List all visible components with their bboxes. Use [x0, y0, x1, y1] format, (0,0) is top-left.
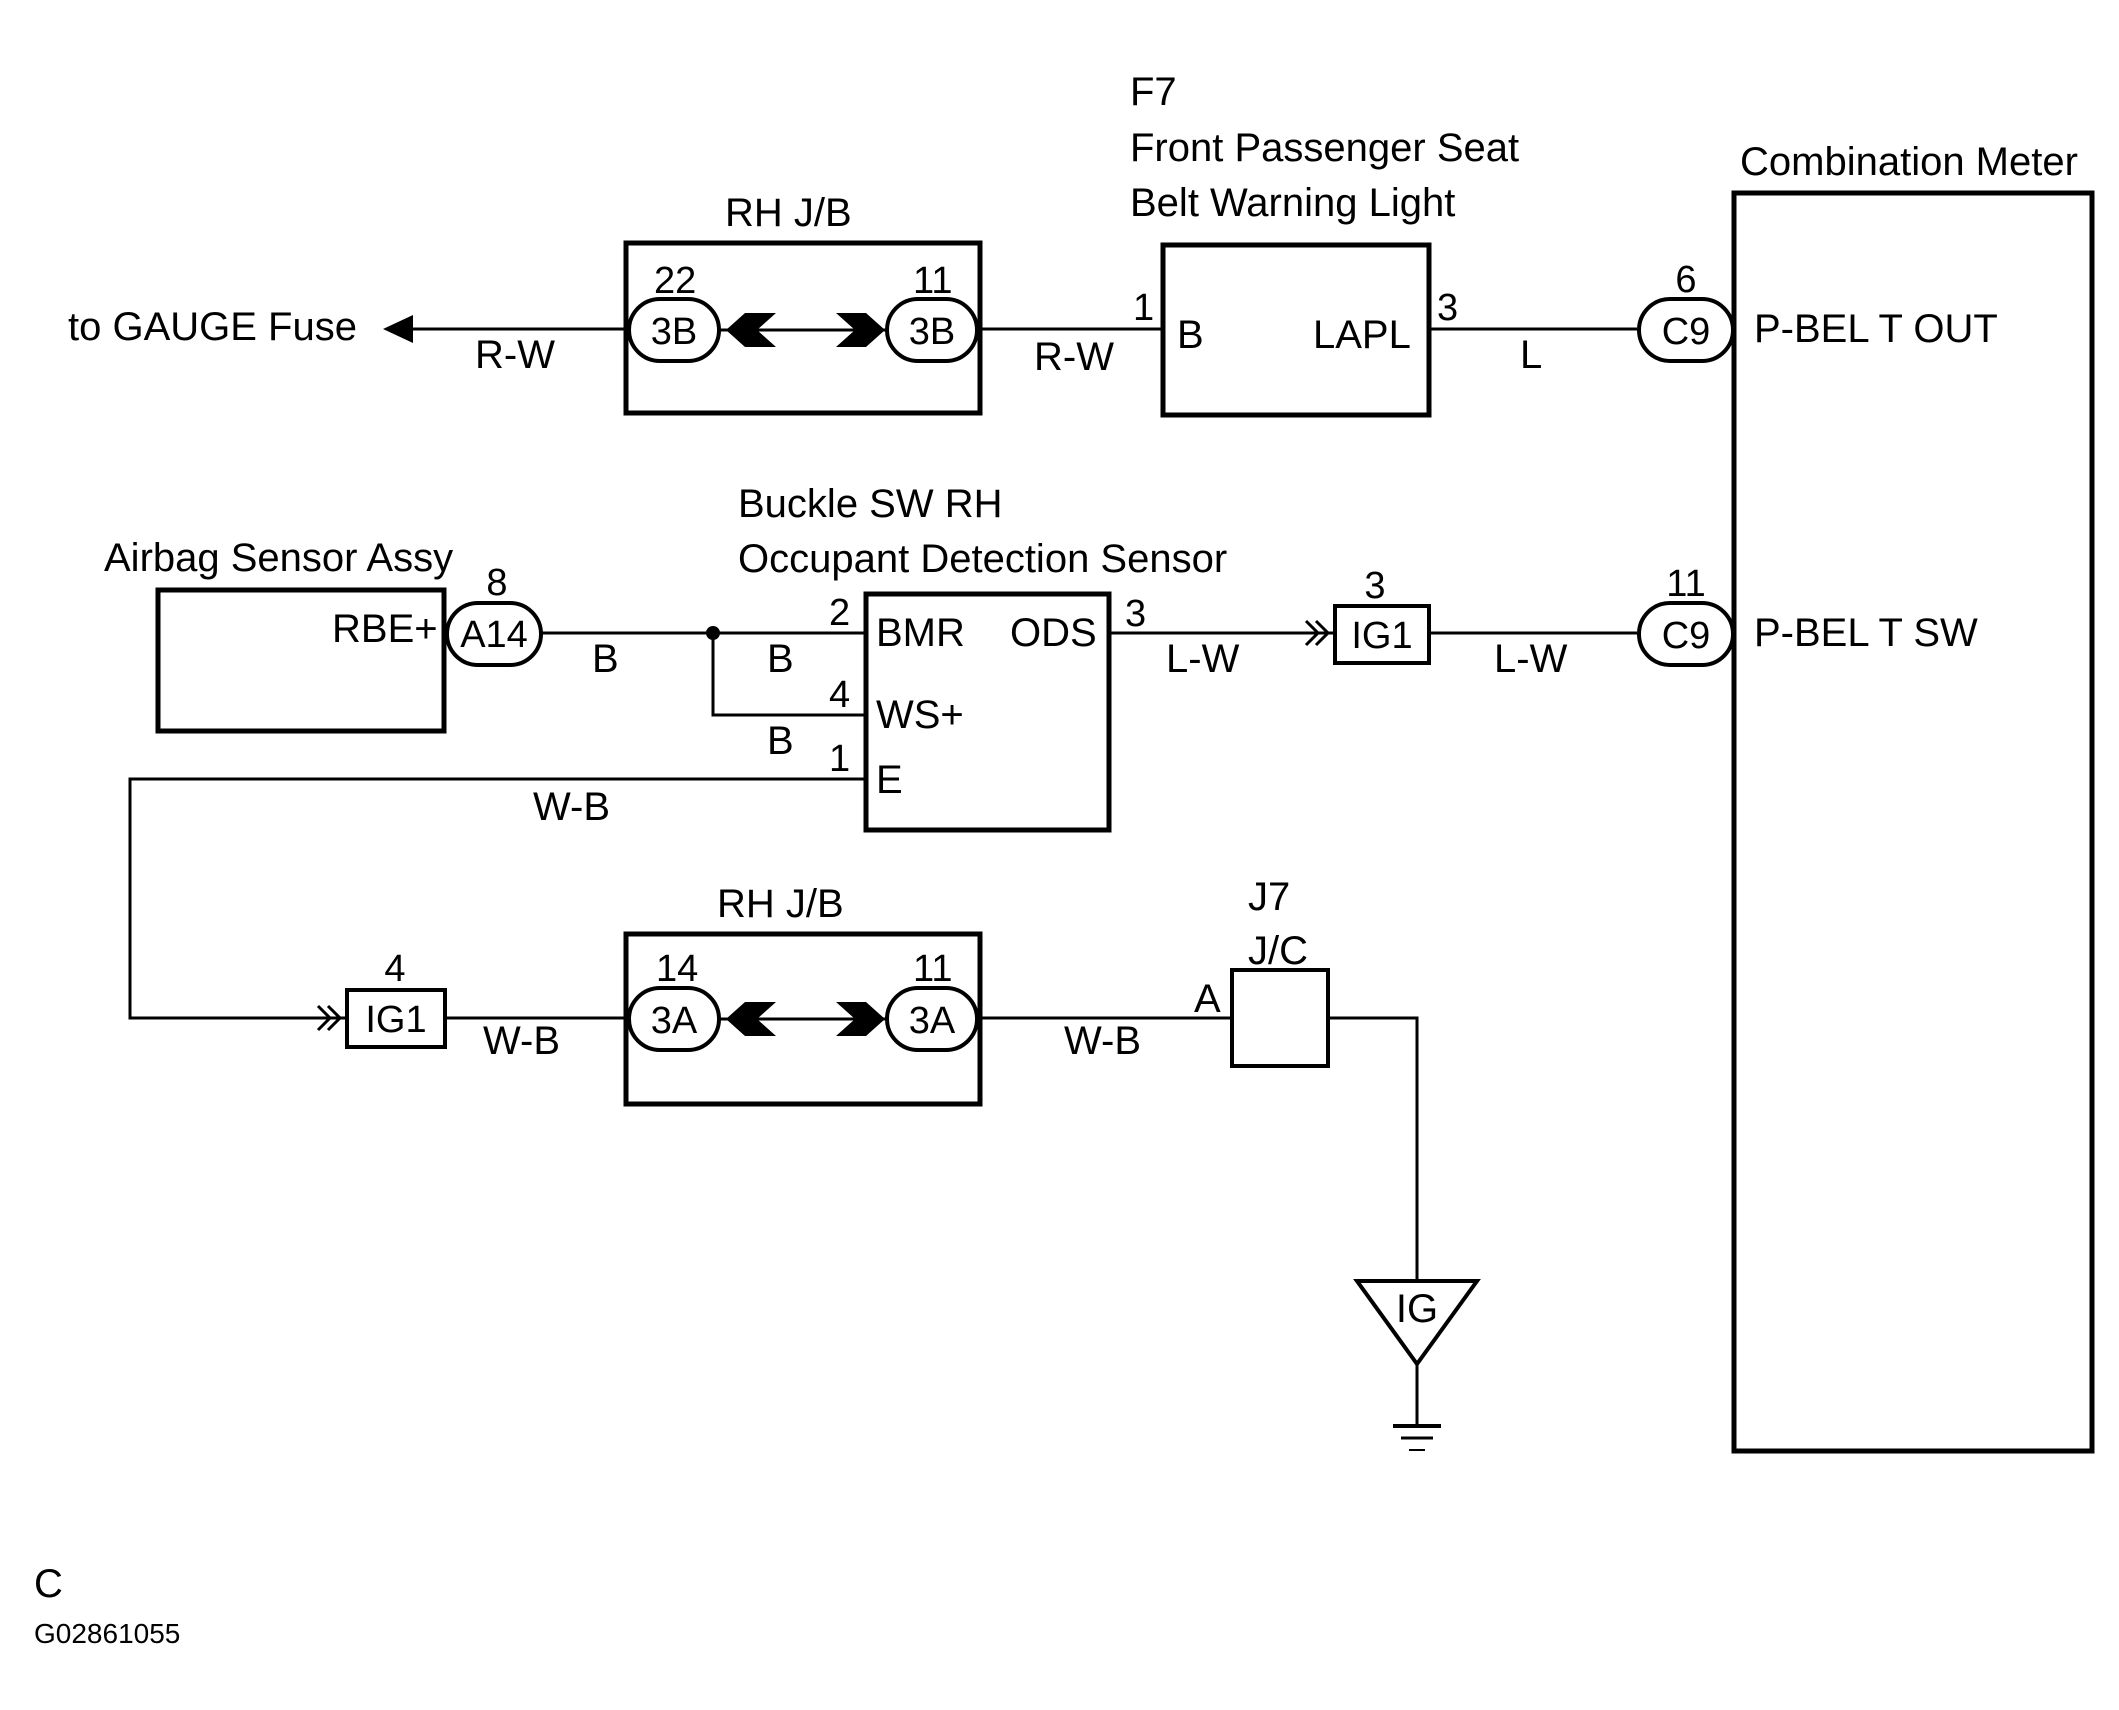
- connector-label: C9: [1662, 615, 1711, 657]
- connector-label: 3A: [909, 1000, 956, 1042]
- connector-3b-left: [627, 297, 721, 363]
- inline-connector-icon: [1304, 619, 1321, 647]
- wire-color-label: L-W: [1166, 637, 1240, 681]
- ground-label: IG: [1396, 1287, 1438, 1331]
- connector-label: A14: [460, 614, 528, 656]
- pin-number: 3: [1364, 565, 1385, 607]
- pin-number: 1: [829, 738, 850, 780]
- j7-junction-box: [1230, 968, 1330, 1068]
- wire-color-label: W-B: [533, 785, 610, 829]
- buckle-sw-label-line1: Buckle SW RH: [738, 482, 1003, 526]
- meter-pin-out: P-BEL T OUT: [1754, 307, 1998, 351]
- wire-color-label: L-W: [1494, 637, 1568, 681]
- chevron-right-icon: [836, 313, 885, 347]
- connector-label: 3B: [909, 311, 955, 353]
- wire-color-label: B: [592, 637, 619, 681]
- buckle-pin-e: E: [876, 758, 903, 802]
- airbag-sensor-box: [155, 587, 447, 734]
- arrow-left-icon: [383, 315, 413, 343]
- airbag-pin-rbe: RBE+: [332, 607, 438, 651]
- combination-meter-label: Combination Meter: [1740, 140, 2078, 184]
- pin-number: 11: [913, 948, 952, 990]
- gauge-fuse-label: to GAUGE Fuse: [68, 305, 357, 349]
- meter-pin-sw: P-BEL T SW: [1754, 611, 1978, 655]
- wire-color-label: B: [767, 719, 794, 763]
- wire-color-label: L: [1520, 333, 1542, 377]
- pin-number: 3: [1437, 287, 1458, 329]
- buckle-sw-box: [863, 591, 1112, 833]
- wire-splice-ws: [711, 633, 866, 717]
- combination-meter-box: [1731, 190, 2095, 1454]
- pin-number: 22: [654, 260, 696, 302]
- connector-c9-bottom: [1637, 601, 1735, 667]
- wire-color-label: W-B: [1064, 1019, 1141, 1063]
- connector-3b-right: [885, 297, 979, 363]
- j7-code: J7: [1248, 875, 1290, 919]
- inline-connector-icon: [316, 1004, 333, 1032]
- ground-symbol-icon: [1393, 1424, 1441, 1451]
- f7-name-line1: Front Passenger Seat: [1130, 126, 1519, 170]
- chevron-left-icon: [726, 1002, 776, 1036]
- connector-label: 3A: [651, 1000, 698, 1042]
- f7-code: F7: [1130, 70, 1177, 114]
- buckle-pin-bmr: BMR: [876, 611, 965, 655]
- pin-number: 11: [913, 260, 952, 302]
- wire-color-label: B: [767, 637, 794, 681]
- chevron-right-icon: [836, 1002, 885, 1036]
- inline-connector-icon: [1314, 619, 1331, 647]
- connector-label: IG1: [365, 999, 426, 1041]
- wire-color-label: R-W: [1034, 335, 1114, 379]
- j7-name: J/C: [1248, 929, 1308, 973]
- pin-number: 11: [1666, 563, 1705, 605]
- pin-number: 8: [486, 562, 507, 604]
- connector-label: C9: [1662, 311, 1711, 353]
- f7-pin-b: B: [1177, 313, 1204, 357]
- pin-number: 3: [1125, 593, 1146, 635]
- buckle-sw-label-line2: Occupant Detection Sensor: [738, 537, 1227, 581]
- rh-jb-bottom-label: RH J/B: [717, 882, 844, 926]
- buckle-pin-ods: ODS: [1010, 611, 1097, 655]
- chevron-left-icon: [726, 313, 776, 347]
- figure-code: G02861055: [34, 1618, 180, 1649]
- pin-number: 14: [656, 948, 698, 990]
- pin-number: 6: [1675, 259, 1696, 301]
- connector-label: IG1: [1351, 615, 1412, 657]
- f7-name-line2: Belt Warning Light: [1130, 181, 1455, 225]
- page-letter: C: [34, 1562, 63, 1606]
- pin-number: 1: [1133, 287, 1154, 329]
- wire-color-label: R-W: [475, 333, 555, 377]
- rh-jb-top-label: RH J/B: [725, 191, 852, 235]
- connector-3a-right: [885, 986, 979, 1052]
- wire-j7-ground: [1328, 1016, 1419, 1281]
- ground-point-triangle: [1353, 1279, 1481, 1368]
- connector-label: 3B: [651, 311, 697, 353]
- wire-e-ig1: [128, 777, 866, 1020]
- pin-number: 4: [829, 674, 850, 716]
- j7-pin-a: A: [1194, 977, 1221, 1021]
- f7-pin-lapl: LAPL: [1313, 313, 1411, 357]
- pin-number: 2: [829, 592, 850, 634]
- wire-color-label: W-B: [483, 1019, 560, 1063]
- inline-connector-icon: [326, 1004, 343, 1032]
- buckle-pin-ws: WS+: [876, 693, 964, 737]
- connector-3a-left: [627, 986, 721, 1052]
- pin-number: 4: [384, 948, 405, 990]
- airbag-sensor-label: Airbag Sensor Assy: [104, 536, 453, 580]
